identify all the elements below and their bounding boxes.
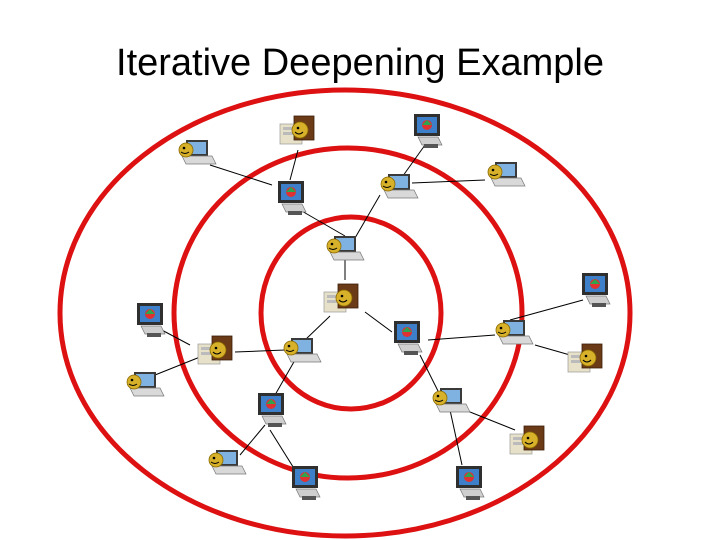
- laptop-icon: [284, 338, 321, 362]
- laptop-icon: [209, 450, 246, 474]
- desktop-pc-icon: [568, 344, 602, 372]
- desktop-pc-icon: [324, 284, 358, 312]
- computer-icon: [137, 303, 165, 337]
- laptop-icon: [433, 388, 470, 412]
- depth-ring-middle: [174, 148, 522, 478]
- laptop-icon: [381, 174, 418, 198]
- computer-icon: [278, 181, 306, 215]
- desktop-pc-icon: [510, 426, 544, 454]
- edge: [235, 350, 285, 352]
- computer-icon: [394, 321, 422, 355]
- edge: [155, 357, 200, 375]
- desktop-pc-icon: [198, 336, 232, 364]
- computer-icon: [582, 273, 610, 307]
- laptop-icon: [127, 372, 164, 396]
- computer-icon: [456, 466, 484, 500]
- computer-icon: [292, 466, 320, 500]
- edge: [305, 316, 330, 340]
- computer-icon: [258, 393, 286, 427]
- edge: [535, 345, 570, 355]
- laptop-icon: [496, 320, 533, 344]
- laptop-icon: [179, 140, 216, 164]
- edge: [365, 312, 392, 332]
- laptop-icon: [327, 236, 364, 260]
- computer-icon: [414, 114, 442, 148]
- laptop-icon: [488, 162, 525, 186]
- desktop-pc-icon: [280, 116, 314, 144]
